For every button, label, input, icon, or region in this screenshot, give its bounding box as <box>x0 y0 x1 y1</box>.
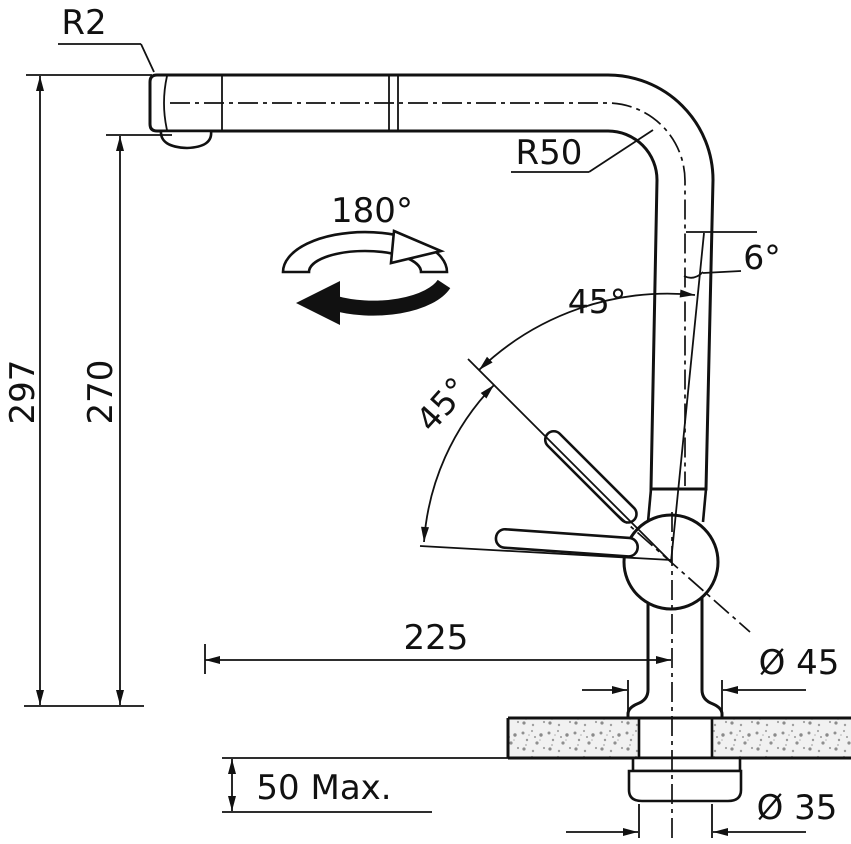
label-45deg-lower: 45° <box>408 370 476 440</box>
lever-diagonal-position <box>543 429 638 524</box>
rotation-arrowhead-solid <box>296 281 340 325</box>
label-r2: R2 <box>61 3 106 43</box>
spray-head-seam <box>163 75 168 131</box>
label-50-max: 50 Max. <box>256 768 391 808</box>
spout-centerline <box>170 102 686 486</box>
label-6deg: 6° <box>743 238 781 277</box>
diagonal-centerline <box>611 509 751 633</box>
spray-outlet <box>159 129 213 150</box>
counter-left <box>508 718 639 758</box>
arc-45-upper <box>478 289 696 371</box>
label-297: 297 <box>3 360 43 425</box>
arc-45-lower <box>421 384 495 543</box>
label-dia-45: Ø 45 <box>759 643 840 683</box>
rotation-arrowhead-open <box>389 229 446 265</box>
lever-positions <box>494 429 639 558</box>
countertop <box>506 716 851 760</box>
label-225: 225 <box>404 618 469 658</box>
radial-horizontal-line <box>419 545 672 561</box>
rotation-sweep <box>331 279 451 316</box>
washer <box>631 756 742 773</box>
label-270: 270 <box>81 360 121 425</box>
tilt-leader <box>702 270 742 274</box>
rotation-arrow <box>281 229 451 325</box>
counter-right <box>712 718 851 758</box>
radial-45-line <box>467 358 672 563</box>
label-dia-35: Ø 35 <box>757 788 838 828</box>
label-180deg: 180° <box>331 191 413 231</box>
dimensions <box>24 43 806 838</box>
label-45deg-upper: 45° <box>568 282 627 321</box>
tilt-arc <box>683 271 704 279</box>
r50-leader <box>588 129 654 173</box>
angle-annotations <box>419 231 757 563</box>
faucet-body <box>148 73 724 720</box>
lever-horizontal-position <box>494 527 639 558</box>
spout-tube <box>148 73 715 491</box>
centerlines <box>170 102 751 843</box>
mounting-hardware <box>627 756 743 803</box>
tilt-line <box>670 232 705 563</box>
mounting-nut <box>627 769 743 803</box>
r2-leader <box>140 43 155 73</box>
label-r50: R50 <box>516 133 583 173</box>
